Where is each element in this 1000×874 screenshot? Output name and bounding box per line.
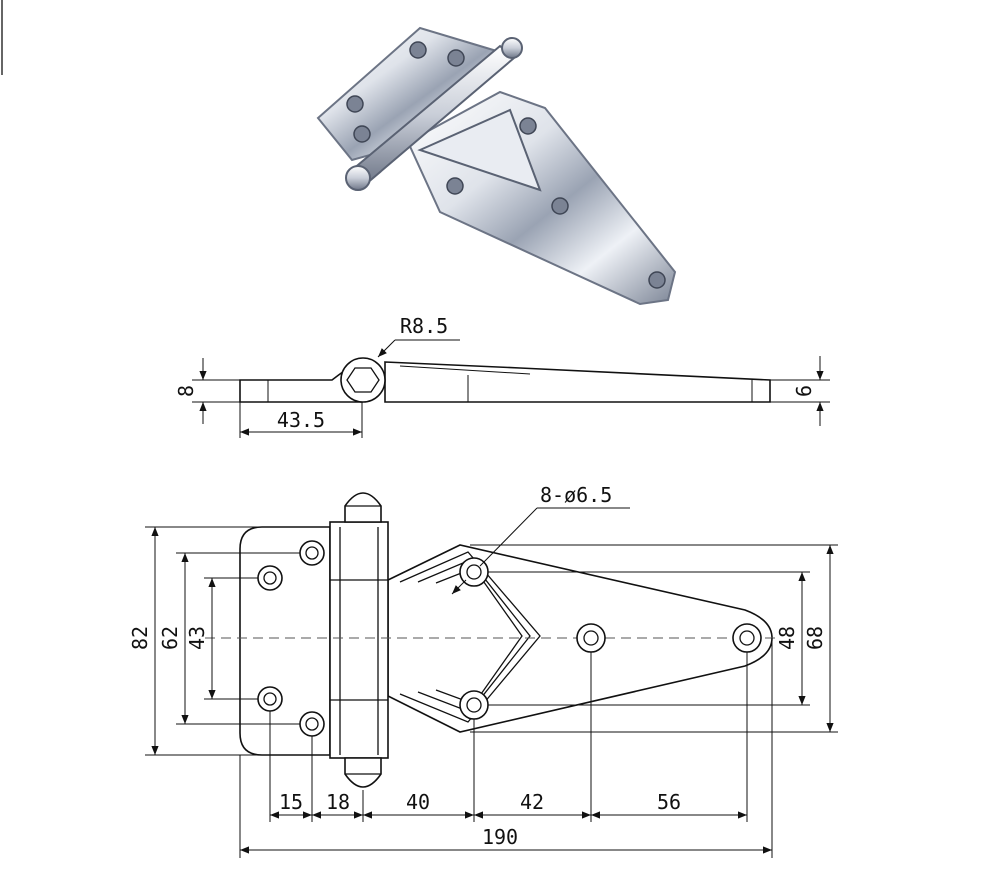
thickness-left-label: 8: [174, 385, 198, 397]
hole: [459, 690, 489, 720]
hole-inner: [305, 717, 319, 731]
photo-blade: [406, 90, 677, 306]
side-right-plate: [384, 361, 771, 403]
dim-bottom-4: 42: [520, 790, 544, 814]
width-label: 43.5: [277, 408, 325, 432]
side-nut: [346, 367, 380, 393]
photo-pin-bottom: [345, 165, 371, 191]
front-pin-top: [344, 492, 382, 523]
thickness-right-label: 6: [792, 385, 816, 397]
photo-hole: [519, 117, 537, 135]
dim-bottom-2: 18: [326, 790, 350, 814]
hole-inner: [263, 571, 277, 585]
photo-hole: [409, 41, 427, 59]
hole-inner: [466, 564, 482, 580]
hole-inner: [583, 630, 599, 646]
photo-hole: [447, 49, 465, 67]
height-blade-label: 68: [803, 626, 827, 650]
hole-inner: [305, 546, 319, 560]
side-view: R8.5 8 6 43.5: [174, 314, 830, 438]
front-view: 8-ø6.5 82 62 43 48 68: [128, 483, 838, 858]
hole-inner: [739, 630, 755, 646]
photo-pin-top: [501, 37, 523, 59]
front-knuckle: [329, 521, 389, 759]
photo-hole: [648, 271, 666, 289]
photo-hole: [446, 177, 464, 195]
height-outer-holes-label: 62: [158, 626, 182, 650]
hole: [257, 565, 283, 591]
radius-label: R8.5: [400, 314, 448, 338]
front-pin-bottom: [344, 757, 382, 788]
hole: [576, 623, 606, 653]
side-knuckle: [340, 357, 386, 403]
height-overall-label: 82: [128, 626, 152, 650]
hole-inner: [466, 697, 482, 713]
length-overall-label: 190: [482, 825, 518, 849]
photo-hole: [346, 95, 364, 113]
photo-hole: [353, 125, 371, 143]
height-blade-holes-label: 48: [775, 626, 799, 650]
front-v-outer: [399, 551, 541, 723]
hinge-photo: [316, 26, 677, 306]
front-holes: [257, 540, 762, 737]
photo-blade-v: [417, 108, 542, 192]
dim-bottom-1: 15: [279, 790, 303, 814]
front-v-mid: [417, 559, 531, 713]
hole: [299, 711, 325, 737]
dim-bottom-3: 40: [406, 790, 430, 814]
photo-hole: [551, 197, 569, 215]
hole: [732, 623, 762, 653]
dim-bottom-5: 56: [657, 790, 681, 814]
height-inner-holes-label: 43: [185, 626, 209, 650]
hole: [257, 686, 283, 712]
hole: [299, 540, 325, 566]
holes-label: 8-ø6.5: [540, 483, 612, 507]
hole-inner: [263, 692, 277, 706]
